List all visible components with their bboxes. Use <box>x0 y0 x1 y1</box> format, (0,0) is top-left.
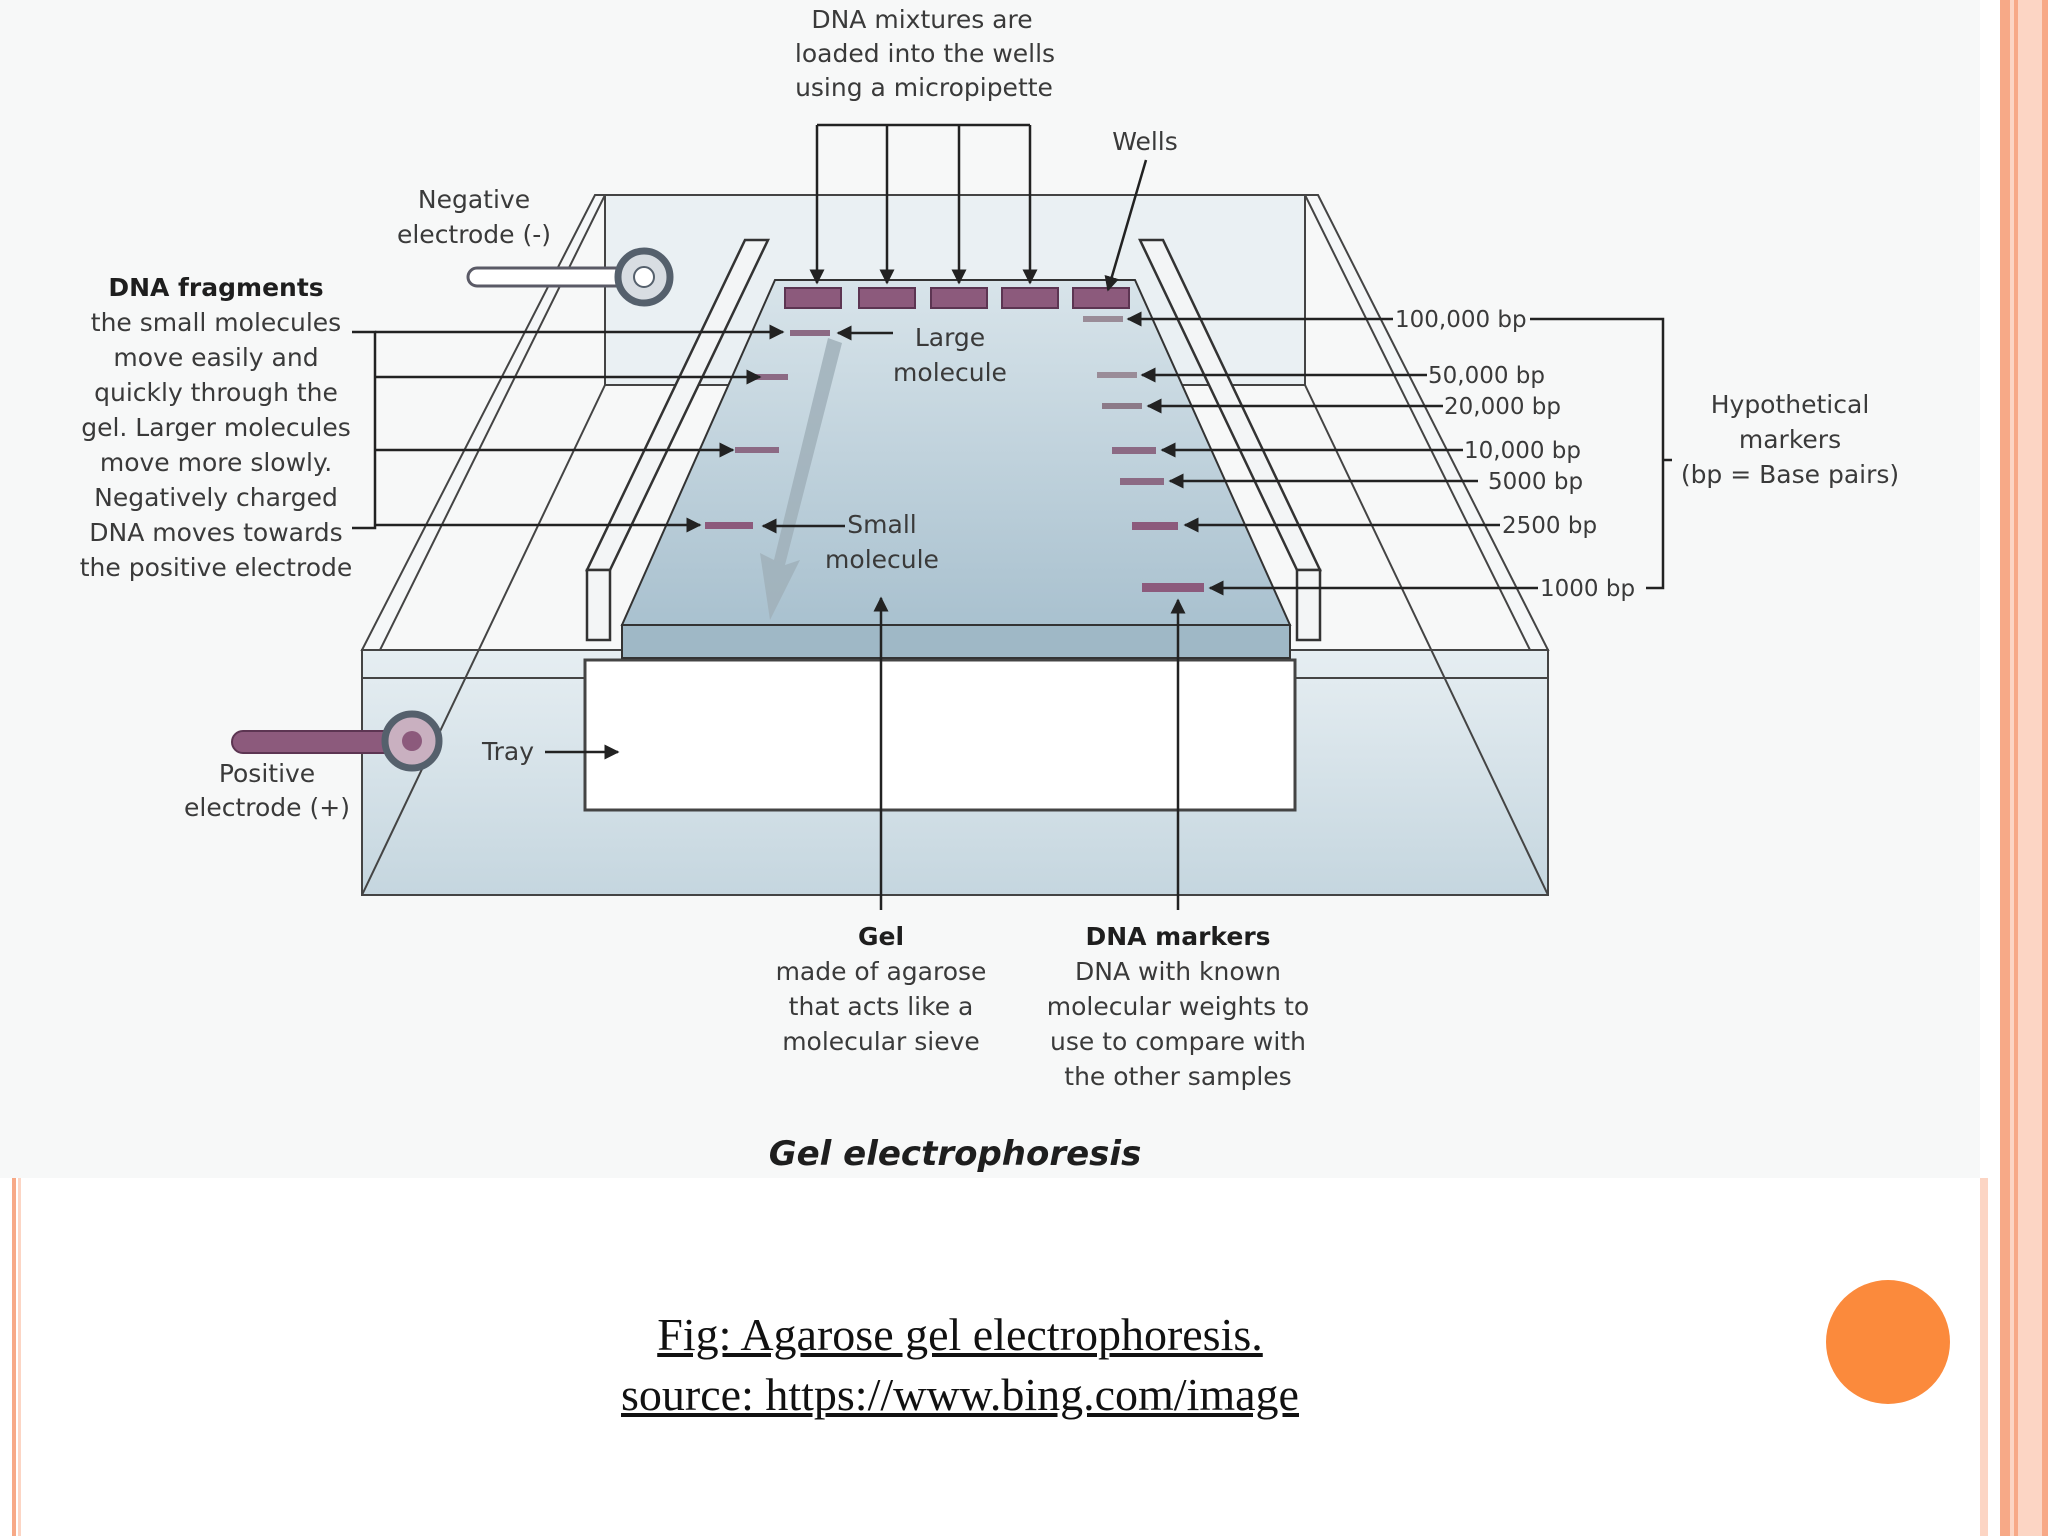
positive-electrode-label-line2: electrode (+) <box>184 793 350 822</box>
caption-source-link[interactable]: source: https://www.bing.com/image <box>621 1369 1299 1420</box>
marker-callout-lines <box>1126 311 1672 596</box>
gel-text-line1: made of agarose <box>776 957 987 986</box>
marker-size-50000: 50,000 bp <box>1428 363 1545 389</box>
dna-fragments-line1: the small molecules <box>91 308 341 337</box>
marker-size-10000: 10,000 bp <box>1464 438 1581 464</box>
hypothetical-markers-line3: (bp = Base pairs) <box>1681 460 1899 489</box>
dna-markers-line1: DNA with known <box>1075 957 1281 986</box>
dna-fragments-line5: move more slowly. <box>100 448 332 477</box>
marker-bands <box>1083 316 1204 592</box>
pipette-label-line1: DNA mixtures are <box>811 5 1032 34</box>
tray-label: Tray <box>481 737 534 766</box>
small-molecule-label-line2: molecule <box>825 545 939 574</box>
pipette-label-line3: using a micropipette <box>795 73 1053 102</box>
marker-size-2500: 2500 bp <box>1502 513 1597 539</box>
dna-fragments-line7: DNA moves towards <box>89 518 342 547</box>
dna-markers-line2: molecular weights to <box>1047 992 1309 1021</box>
dna-fragments-line8: the positive electrode <box>80 553 353 582</box>
dna-fragments-heading: DNA fragments <box>108 273 323 302</box>
dna-fragments-line4: gel. Larger molecules <box>81 413 351 442</box>
dna-fragments-line2: move easily and <box>113 343 318 372</box>
diagram-title: Gel electrophoresis <box>769 1134 1142 1174</box>
negative-electrode-label-line1: Negative <box>418 185 530 214</box>
dna-fragments-line3: quickly through the <box>94 378 338 407</box>
bottom-callout-lines <box>545 596 1186 910</box>
dna-fragments-line6: Negatively charged <box>94 483 338 512</box>
dna-markers-line4: the other samples <box>1064 1062 1291 1091</box>
small-molecule-label-line1: Small <box>847 510 916 539</box>
negative-electrode <box>466 247 674 307</box>
gel-text-line3: molecular sieve <box>782 1027 980 1056</box>
marker-size-5000: 5000 bp <box>1488 469 1583 495</box>
figure-caption: Fig: Agarose gel electrophoresis. source… <box>0 1305 1920 1425</box>
dna-markers-heading: DNA markers <box>1085 922 1270 951</box>
hypothetical-markers-line1: Hypothetical <box>1711 390 1870 419</box>
marker-size-100000: 100,000 bp <box>1395 307 1527 333</box>
wells <box>784 287 1130 309</box>
gel-text-line2: that acts like a <box>789 992 974 1021</box>
negative-electrode-label-line2: electrode (-) <box>397 220 551 249</box>
gel-electrophoresis-diagram: DNA mixtures are loaded into the wells u… <box>79 5 1900 1174</box>
right-decorative-stripes <box>1980 0 2048 1536</box>
positive-electrode-label-line1: Positive <box>219 759 315 788</box>
caption-line1: Fig: Agarose gel electrophoresis. <box>657 1309 1263 1360</box>
fragments-callout-lines <box>352 324 893 534</box>
large-molecule-label-line2: molecule <box>893 358 1007 387</box>
orange-bullet-dot <box>1826 1280 1950 1404</box>
positive-electrode <box>231 710 443 772</box>
sample-bands <box>705 330 830 529</box>
left-decorative-stripes <box>12 1178 21 1536</box>
dna-markers-line3: use to compare with <box>1050 1027 1306 1056</box>
wells-label: Wells <box>1112 127 1178 156</box>
marker-size-1000: 1000 bp <box>1540 576 1635 602</box>
pipette-label-line2: loaded into the wells <box>795 39 1055 68</box>
migration-arrow <box>760 338 842 620</box>
pipette-callout-lines <box>809 123 1148 292</box>
marker-size-20000: 20,000 bp <box>1444 394 1561 420</box>
gel-heading: Gel <box>858 922 904 951</box>
hypothetical-markers-line2: markers <box>1739 425 1841 454</box>
large-molecule-label-line1: Large <box>915 323 985 352</box>
